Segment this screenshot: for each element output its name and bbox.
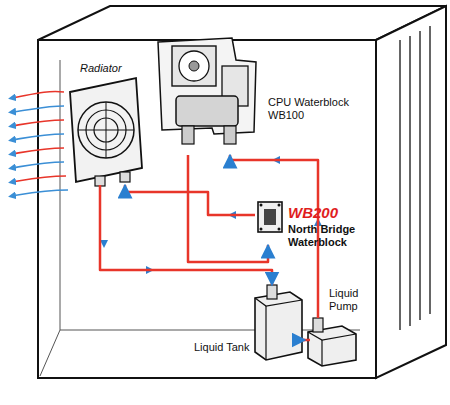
liquid-tank [255,292,302,360]
cpu-fan [172,46,216,86]
airflow-arrow [12,92,64,98]
pipe [317,285,320,318]
northbridge-waterblock [258,202,282,232]
pipe-fitting [267,285,277,299]
flow-arrow [146,266,154,274]
liquid-pump [321,340,322,366]
airflow-arrow [12,176,66,182]
airflow-arrow [12,106,64,112]
airflow-arrow [12,148,64,154]
case-inner-edge [40,330,60,376]
component-label: Radiator [80,62,150,75]
component-node: Radiator [62,62,150,185]
liquid-tank [255,298,302,306]
liquid-pump [308,332,356,340]
screw [278,204,281,207]
airflow-arrow [12,134,64,140]
coolant-pipe [100,185,272,285]
screw [260,228,263,231]
northbridge-waterblock [264,209,276,225]
component-node: Liquid Pump [305,285,370,370]
screw [260,204,263,207]
coolant-pipe [125,185,255,215]
cpu-mount-plate [158,38,256,134]
component-label: Liquid Pump [329,287,369,313]
airflow-arrow [12,190,68,196]
cpu-fan [189,61,199,71]
component-node: WB200North Bridge Waterblock [255,200,375,245]
pipe-fitting [120,172,130,182]
coolant-pipe [296,339,305,342]
component-label: WB200 [288,204,374,221]
airflow-arrow [12,162,64,168]
component-node: Liquid Tank [190,285,296,365]
pipe-fitting [224,126,236,144]
flow-arrow [272,156,280,164]
component-label: Liquid Tank [194,341,258,354]
pipe-fitting [313,318,323,332]
liquid-tank [265,306,266,360]
airflow-arrow [12,120,64,126]
fan-grille [106,102,107,158]
flow-arrow [100,240,108,248]
pipe-fitting [182,126,194,144]
screw [278,228,281,231]
coolant-pipe [188,155,268,262]
pipe-fitting [95,176,105,186]
pipe [296,339,310,342]
flow-arrow [228,211,236,219]
case-inner-edge [60,60,360,330]
drive-bay-rail [429,26,431,314]
fan-grille [78,102,134,158]
radiator-body [70,78,142,182]
component-node: CPU Waterblock WB100 [148,28,340,155]
component-label: CPU Waterblock WB100 [268,96,354,122]
component-caption: North Bridge Waterblock [288,223,374,249]
drive-bay-rail [409,36,411,326]
case-front [376,6,446,378]
drive-bay-rail [419,31,421,320]
cpu-waterblock [176,96,238,126]
drive-bay-rail [399,40,401,330]
cpu-fan [179,51,209,81]
